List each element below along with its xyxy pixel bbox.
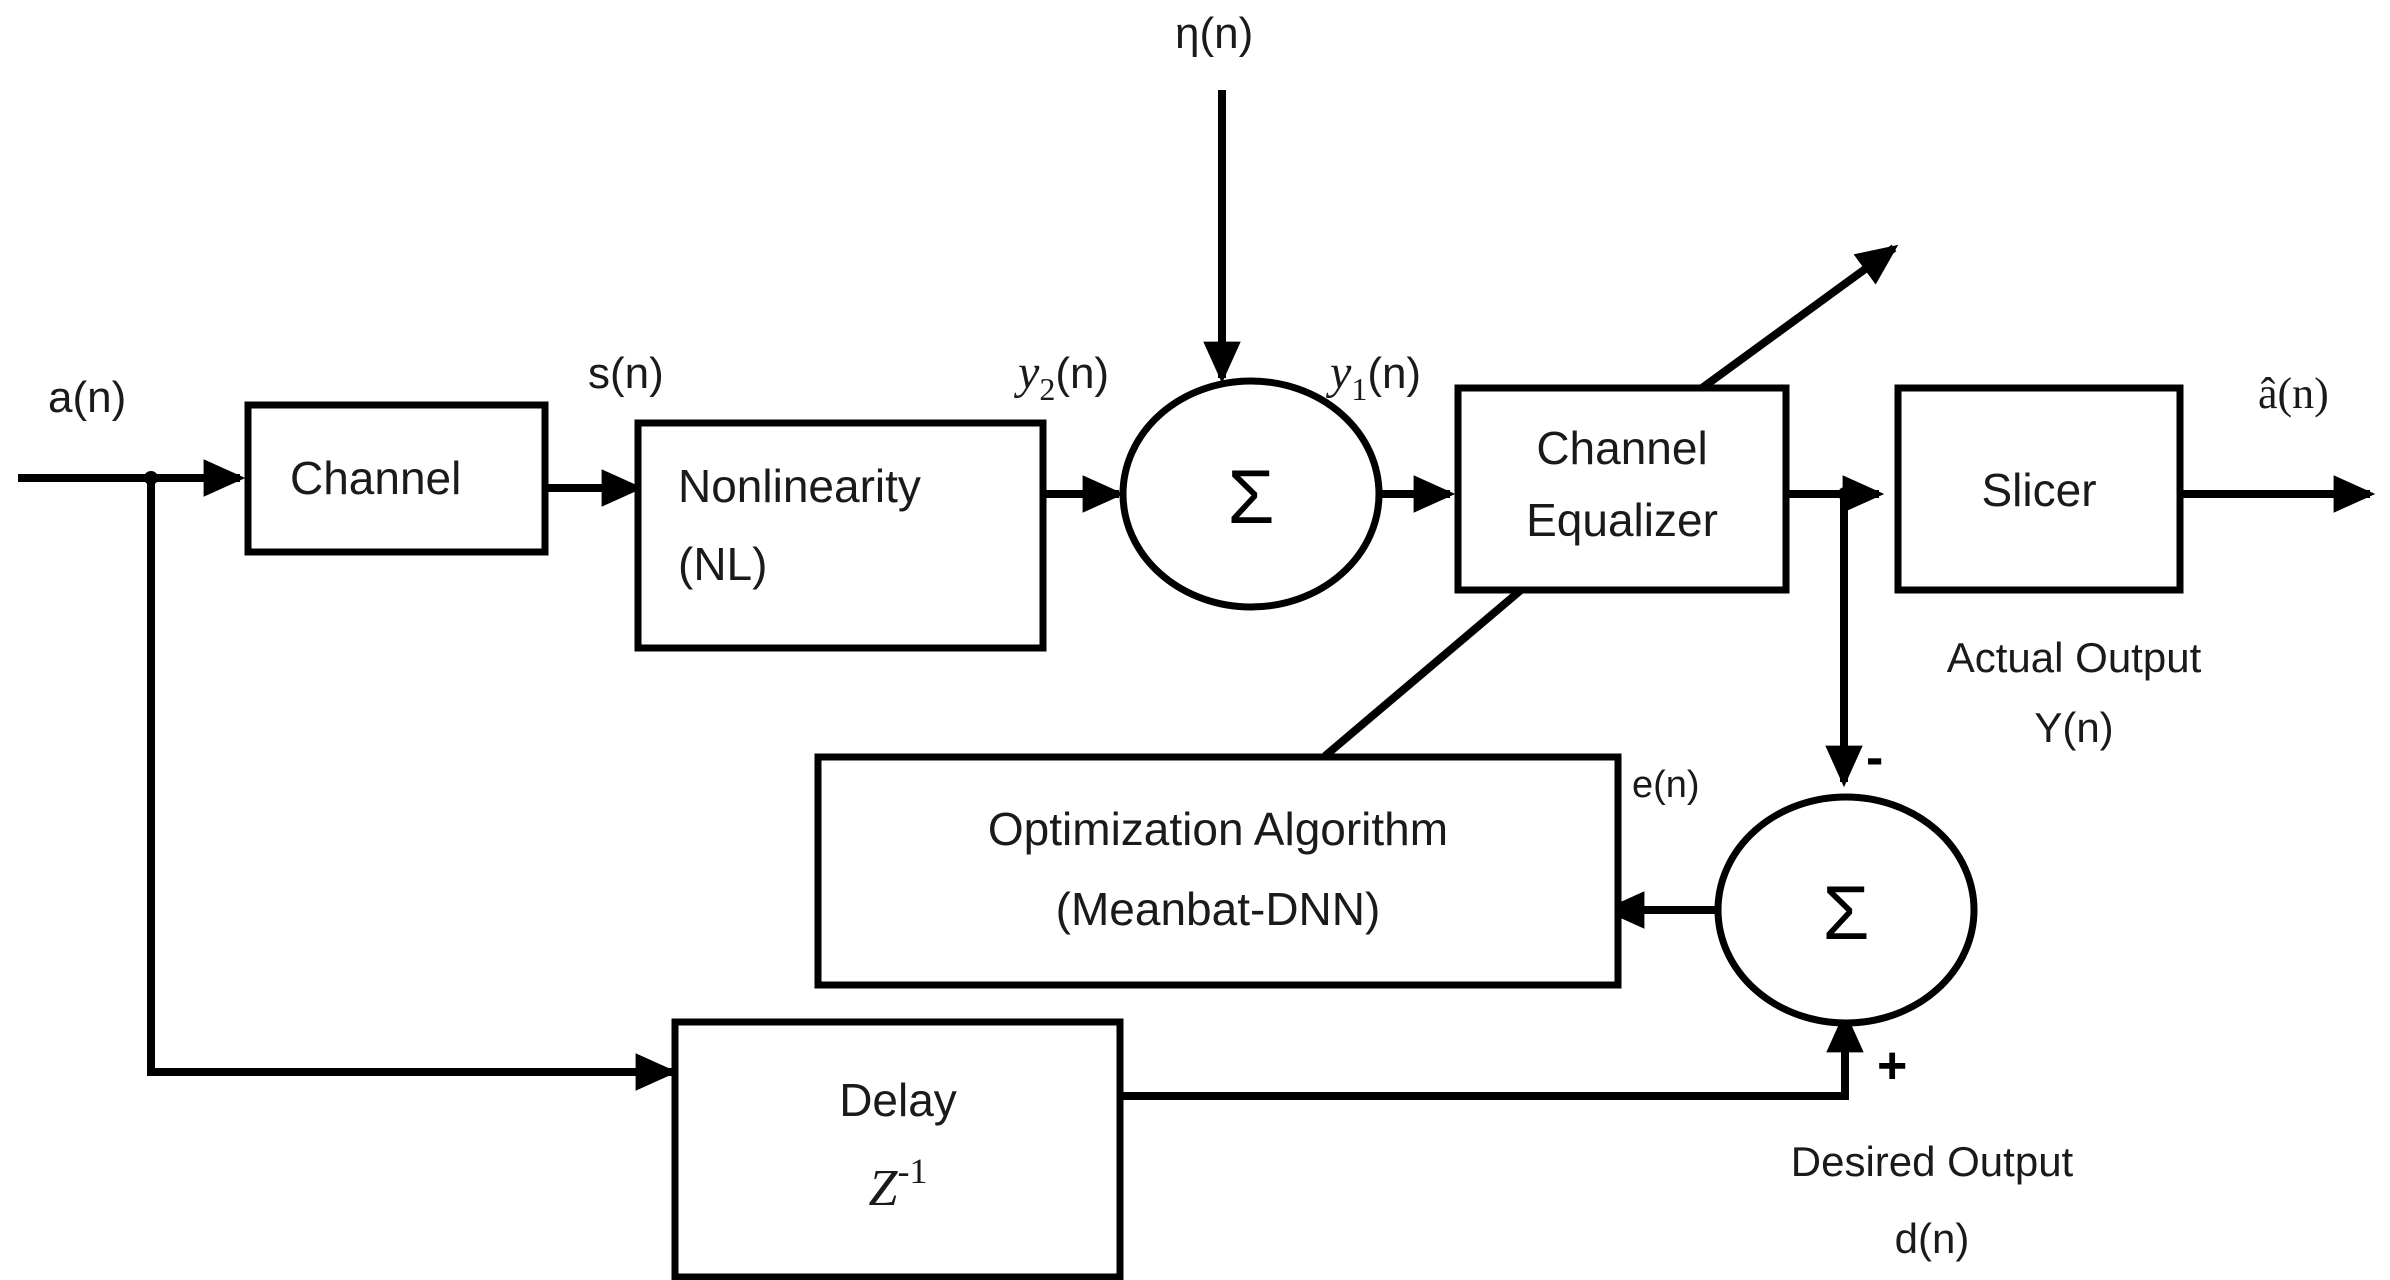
block-optimization-label-line2: (Meanbat-DNN)	[1056, 883, 1381, 935]
label-y1-subscript: 1	[1351, 371, 1367, 407]
label-input-signal: a(n)	[48, 373, 126, 422]
wire-equalizer-to-optimization	[1322, 586, 1524, 760]
label-y2-subscript: 2	[1039, 371, 1055, 407]
block-optimization-algorithm[interactable]: Optimization Algorithm (Meanbat-DNN)	[814, 753, 1622, 989]
block-nonlinearity[interactable]: Nonlinearity (NL)	[634, 419, 1047, 652]
label-noise-signal: η(n)	[1175, 9, 1253, 58]
block-channel-equalizer-label-line1: Channel	[1536, 422, 1707, 474]
label-minus-sign: -	[1866, 729, 1883, 787]
junction-dot-input-branch	[144, 471, 158, 485]
label-y1-base: y	[1325, 346, 1352, 399]
block-delay-z-exponent: -1	[897, 1151, 927, 1191]
label-desired-output-value: d(n)	[1895, 1215, 1970, 1262]
label-actual-output-caption: Actual Output	[1947, 634, 2202, 681]
label-channel-output-signal: s(n)	[588, 349, 664, 398]
label-plus-sign: +	[1877, 1037, 1907, 1095]
block-delay[interactable]: Delay Z-1	[671, 1018, 1124, 1280]
block-delay-rect	[671, 1018, 1124, 1280]
label-nonlinearity-output-signal: y2(n)	[1013, 346, 1109, 407]
wire-equalizer-tap-arrow	[1699, 244, 1899, 392]
block-delay-label-line1: Delay	[839, 1074, 957, 1126]
block-channel-equalizer-rect	[1454, 384, 1790, 594]
block-delay-z-base: Z	[869, 1160, 899, 1217]
block-nonlinearity-rect	[634, 419, 1047, 652]
label-y2-tail: (n)	[1055, 349, 1109, 398]
adder-top-sigma: Σ	[1228, 455, 1275, 540]
block-slicer-rect	[1894, 384, 2184, 594]
block-channel-equalizer[interactable]: Channel Equalizer	[1454, 384, 1790, 594]
block-optimization-rect	[814, 753, 1622, 989]
label-slicer-output-signal: â(n)	[2258, 369, 2329, 418]
block-channel-equalizer-label-line2: Equalizer	[1526, 494, 1718, 546]
label-y2-base: y	[1013, 346, 1040, 399]
label-y1-tail: (n)	[1367, 349, 1421, 398]
block-slicer[interactable]: Slicer	[1894, 384, 2184, 594]
block-slicer-label: Slicer	[1981, 464, 2096, 516]
label-adder-output-signal: y1(n)	[1325, 346, 1421, 407]
wire-input-branch-to-delay	[147, 478, 678, 1091]
block-delay-ztransform: Z-1	[869, 1151, 928, 1217]
block-nonlinearity-label-line1: Nonlinearity	[678, 460, 921, 512]
block-channel-rect	[244, 401, 549, 556]
block-optimization-label-line1: Optimization Algorithm	[988, 803, 1448, 855]
label-error-signal: e(n)	[1632, 764, 1700, 806]
block-channel-label: Channel	[290, 452, 461, 504]
label-desired-output-caption: Desired Output	[1791, 1138, 2074, 1185]
junction-dot-equalizer-output	[1838, 487, 1852, 501]
adder-top-circle	[1119, 377, 1383, 611]
wire-delay-to-adder-plus	[1119, 1010, 1864, 1100]
adder-bottom[interactable]: Σ	[1714, 793, 1978, 1027]
block-nonlinearity-label-line2: (NL)	[678, 538, 767, 590]
adder-bottom-circle	[1714, 793, 1978, 1027]
adder-bottom-sigma: Σ	[1823, 871, 1870, 956]
label-actual-output-value: Y(n)	[2034, 704, 2113, 751]
block-channel[interactable]: Channel	[244, 401, 549, 556]
adder-top[interactable]: Σ	[1119, 377, 1383, 611]
